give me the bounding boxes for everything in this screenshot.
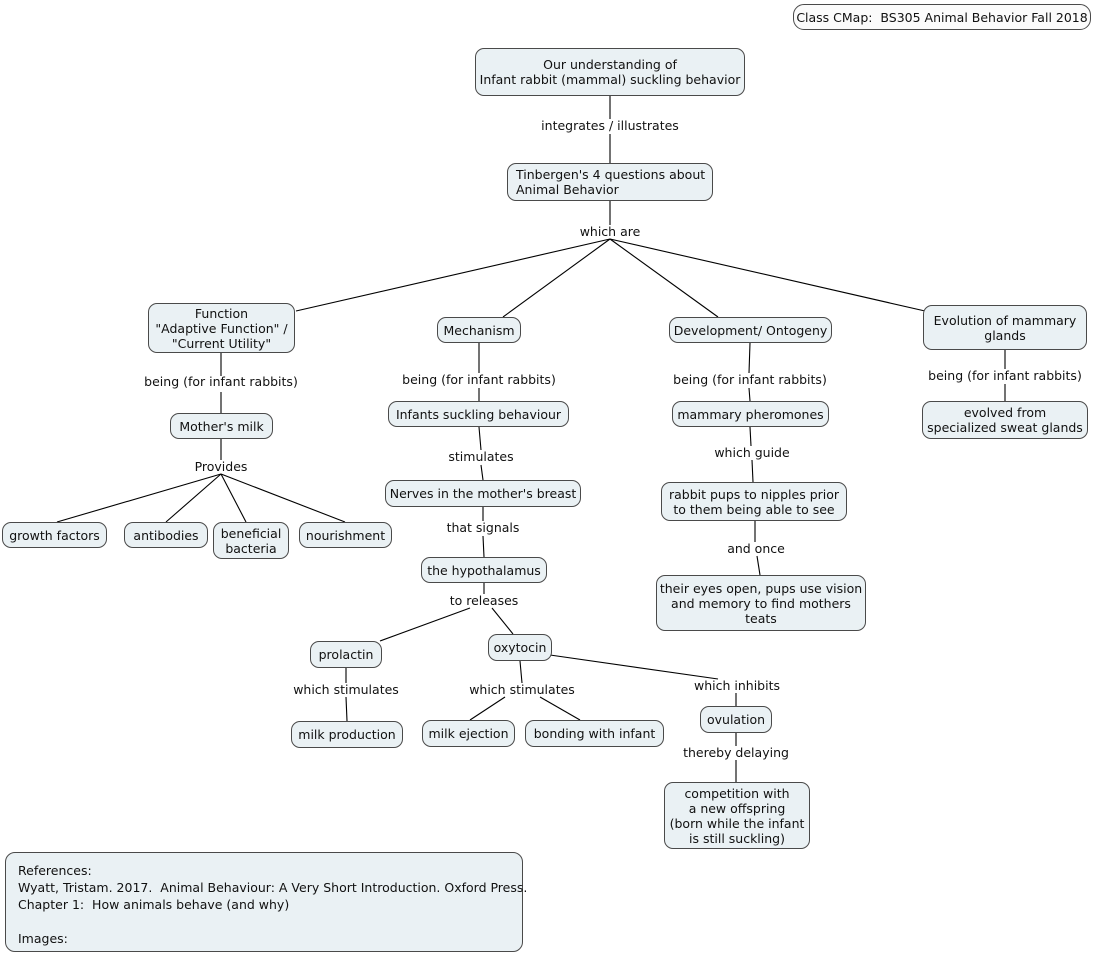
link-label-which-stimulates-oxytocin: which stimulates <box>469 682 575 697</box>
node-prolactin[interactable]: prolactin <box>310 641 382 668</box>
node-rabbit-pups-nipples[interactable]: rabbit pups to nipples prior to them bei… <box>661 482 847 521</box>
link-label-that-signals: that signals <box>446 520 520 535</box>
node-nourishment[interactable]: nourishment <box>299 522 392 548</box>
link-label-being-mechanism: being (for infant rabbits) <box>402 372 556 387</box>
link-label-stimulates: stimulates <box>448 449 514 464</box>
node-development-ontogeny[interactable]: Development/ Ontogeny <box>669 317 832 343</box>
node-evolution-mammary-glands[interactable]: Evolution of mammary glands <box>923 305 1087 350</box>
node-bonding-with-infant[interactable]: bonding with infant <box>525 720 664 747</box>
node-infants-suckling-behaviour[interactable]: Infants suckling behaviour <box>388 401 569 427</box>
node-beneficial-bacteria[interactable]: beneficial bacteria <box>213 522 289 559</box>
node-competition-new-offspring[interactable]: competition with a new offspring (born w… <box>664 782 810 849</box>
node-oxytocin[interactable]: oxytocin <box>488 634 552 661</box>
node-mothers-milk[interactable]: Mother's milk <box>170 413 273 439</box>
link-label-and-once: and once <box>727 541 785 556</box>
node-function[interactable]: Function "Adaptive Function" / "Current … <box>148 303 295 353</box>
node-milk-production[interactable]: milk production <box>291 721 403 748</box>
references-box[interactable]: References: Wyatt, Tristam. 2017. Animal… <box>5 852 527 952</box>
node-eyes-open-vision-memory[interactable]: their eyes open, pups use vision and mem… <box>656 575 866 631</box>
node-evolved-sweat-glands[interactable]: evolved from specialized sweat glands <box>922 401 1088 439</box>
node-mammary-pheromones[interactable]: mammary pheromones <box>672 401 829 427</box>
link-label-which-inhibits: which inhibits <box>694 678 780 693</box>
node-mechanism[interactable]: Mechanism <box>437 317 521 343</box>
node-milk-ejection[interactable]: milk ejection <box>422 720 515 747</box>
link-label-to-releases: to releases <box>449 593 519 608</box>
node-hypothalamus[interactable]: the hypothalamus <box>421 557 547 583</box>
link-label-integrates-illustrates: integrates / illustrates <box>541 118 679 133</box>
node-growth-factors[interactable]: growth factors <box>2 522 107 548</box>
link-label-which-guide: which guide <box>714 445 790 460</box>
node-nerves-mothers-breast[interactable]: Nerves in the mother's breast <box>385 480 581 507</box>
node-ovulation[interactable]: ovulation <box>700 706 772 733</box>
link-label-thereby-delaying: thereby delaying <box>683 745 789 760</box>
link-label-being-function: being (for infant rabbits) <box>144 374 298 389</box>
link-label-being-development: being (for infant rabbits) <box>673 372 827 387</box>
link-label-which-stimulates-prolactin: which stimulates <box>293 682 399 697</box>
node-tinbergen-questions[interactable]: Tinbergen's 4 questions about Animal Beh… <box>507 163 713 201</box>
node-root[interactable]: Our understanding of Infant rabbit (mamm… <box>475 48 745 96</box>
class-cmap-badge[interactable]: Class CMap: BS305 Animal Behavior Fall 2… <box>793 4 1091 30</box>
link-label-provides: Provides <box>194 459 248 474</box>
link-label-being-evolution: being (for infant rabbits) <box>928 368 1082 383</box>
link-label-which-are: which are <box>579 224 641 239</box>
node-antibodies[interactable]: antibodies <box>124 522 208 548</box>
